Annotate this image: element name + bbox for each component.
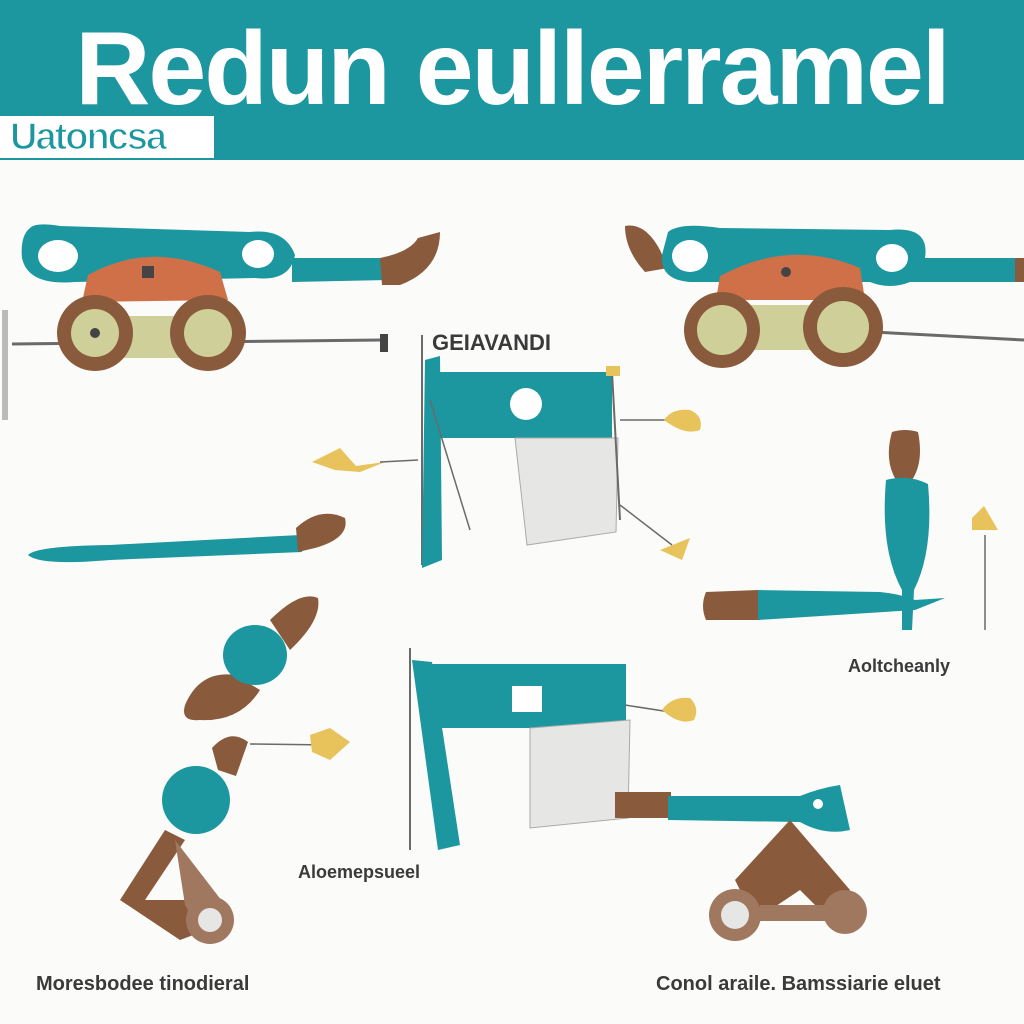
label-center-top: GEIAVANDI bbox=[432, 330, 551, 355]
label-bottom-left: Moresbodee tinodieral bbox=[36, 973, 249, 995]
frame-icon-top bbox=[421, 335, 680, 568]
frame-icon-bottom bbox=[409, 648, 697, 850]
pin-icon-1 bbox=[664, 409, 701, 432]
pin-icon-2 bbox=[312, 448, 419, 472]
label-center-bottom: Aloemepsueel bbox=[298, 862, 420, 882]
hammer-icon bbox=[184, 596, 319, 721]
label-right-middle: Aoltcheanly bbox=[848, 656, 950, 676]
page-title: Redun eullerramel bbox=[75, 11, 950, 127]
wheeled-cart-icon-right bbox=[625, 225, 1024, 368]
axe-cart-icon-right bbox=[615, 785, 867, 941]
label-bottom-right: Conol araile. Bamssiarie eluet bbox=[656, 973, 941, 995]
shovel-icon bbox=[28, 513, 346, 563]
screwdriver-icon bbox=[703, 430, 998, 630]
pin-icon-3 bbox=[660, 538, 690, 560]
page-subtitle: Uatoncsa bbox=[9, 115, 168, 159]
wheeled-cart-icon-left bbox=[2, 224, 440, 420]
subtitle-backdrop bbox=[0, 116, 214, 158]
clamp-icon-left bbox=[120, 728, 350, 944]
